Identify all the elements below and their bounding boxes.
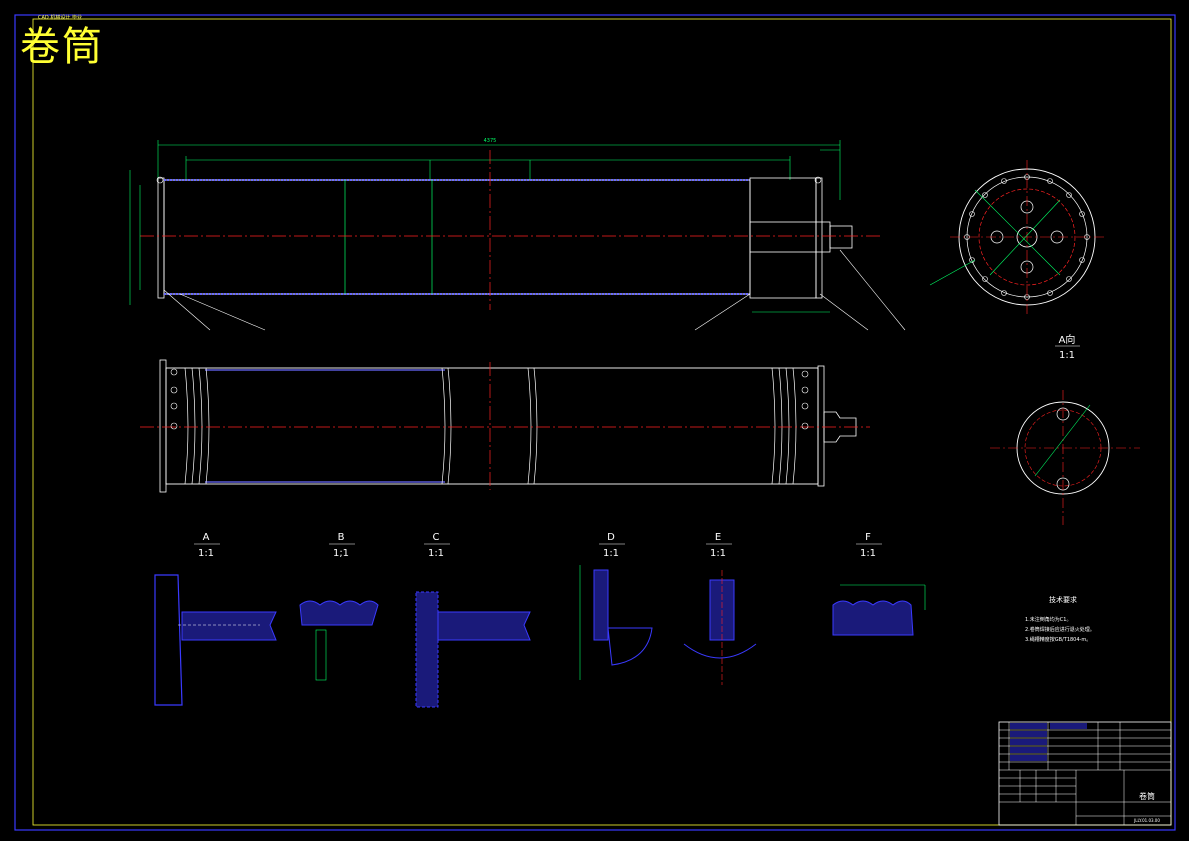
view-a-label: A向 xyxy=(1059,333,1076,346)
tech-req-line-2: 2.卷筒焊接后应进行退火处理。 xyxy=(1025,626,1095,633)
technical-requirements: 技术要求 1.未注倒角均为C1。 2.卷筒焊接后应进行退火处理。 3.绳槽精度按… xyxy=(1025,595,1095,643)
section-b-letter: B xyxy=(338,532,345,543)
section-f-letter: F xyxy=(865,532,871,543)
inner-frame xyxy=(32,18,1172,826)
section-details: A 1:1 B 1;1 C 1:1 D 1:1 E 1:1 F 1:1 xyxy=(154,532,926,708)
title-block-name: 卷筒 xyxy=(1139,791,1155,801)
title-block-code: JLLY.01.03.00 xyxy=(1133,818,1160,823)
section-e-scale: 1:1 xyxy=(710,548,726,559)
section-b-scale: 1;1 xyxy=(333,548,349,559)
tech-req-line-1: 1.未注倒角均为C1。 xyxy=(1025,616,1071,623)
overall-length-dim: 4375 xyxy=(484,138,497,144)
section-c-scale: 1:1 xyxy=(428,548,444,559)
section-c-letter: C xyxy=(433,532,440,543)
view-a-scale: 1:1 xyxy=(1059,350,1075,361)
end-view-circle xyxy=(929,160,1105,315)
section-f-scale: 1:1 xyxy=(860,548,876,559)
section-e-letter: E xyxy=(715,532,721,543)
outer-frame xyxy=(14,14,1176,831)
front-view: 4375 xyxy=(129,138,906,331)
section-d-letter: D xyxy=(607,532,615,543)
view-a-direction: A向 1:1 xyxy=(990,333,1140,525)
side-view xyxy=(140,359,870,493)
header-note: CAD 机械设计 毕业 xyxy=(38,15,82,21)
section-d-scale: 1:1 xyxy=(603,548,619,559)
section-a-scale: 1:1 xyxy=(198,548,214,559)
section-a-letter: A xyxy=(203,532,210,543)
tech-req-line-3: 3.绳槽精度按GB/T1804-m。 xyxy=(1025,636,1091,643)
title-block: 卷筒 JLLY.01.03.00 xyxy=(998,721,1172,826)
drawing-title: 卷筒 xyxy=(20,24,104,70)
tech-req-title: 技术要求 xyxy=(1049,595,1077,604)
